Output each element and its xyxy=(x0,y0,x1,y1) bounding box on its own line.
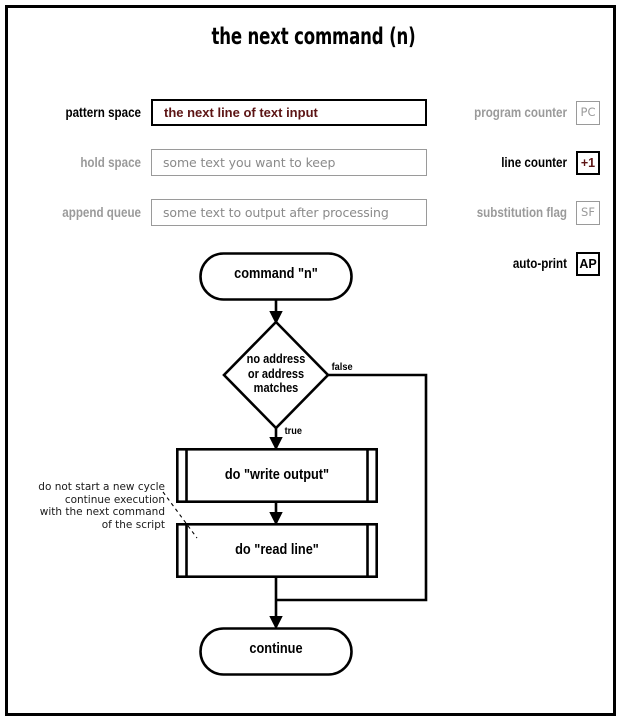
flow-decision-label-line-3: matches xyxy=(253,381,299,395)
register-field-hold-space[interactable]: some text you want to keep xyxy=(151,149,427,176)
register-label-program-counter: program counter xyxy=(474,105,567,120)
flow-decision-label-line-2: or address xyxy=(247,366,305,381)
register-value-append-queue: some text to output after processing xyxy=(163,205,389,220)
flow-annotation-line-4: of the script xyxy=(101,518,165,531)
register-badge-value-line-counter: +1 xyxy=(580,155,596,170)
page-title: the next command (n) xyxy=(211,24,416,50)
flow-step-label-write-output: do "write output" xyxy=(224,467,330,483)
register-label-substitution-flag: substitution flag xyxy=(476,205,567,220)
register-label-append-queue: append queue xyxy=(62,205,141,220)
flow-annotation-line-3: with the next command xyxy=(39,506,165,518)
page-border xyxy=(5,5,616,716)
register-badge-line-counter[interactable]: +1 xyxy=(576,151,600,175)
register-value-pattern-space: the next line of text input xyxy=(164,105,318,120)
register-field-append-queue[interactable]: some text to output after processing xyxy=(151,199,427,226)
register-label-auto-print: auto-print xyxy=(512,256,567,271)
register-label-line-counter: line counter xyxy=(501,155,567,170)
flow-annotation-line-1: do not start a new cycle xyxy=(38,481,165,493)
flow-decision-label: no address or address matches xyxy=(214,352,337,396)
flow-annotation: do not start a new cycle continue execut… xyxy=(10,481,165,531)
register-badge-substitution-flag[interactable]: SF xyxy=(576,201,600,225)
register-label-hold-space: hold space xyxy=(80,155,141,170)
flow-end-label: continue xyxy=(249,641,303,657)
register-field-pattern-space[interactable]: the next line of text input xyxy=(151,99,427,126)
flow-step-label-read-line: do "read line" xyxy=(235,542,319,558)
flow-start-label: command "n" xyxy=(234,266,318,282)
register-value-hold-space: some text you want to keep xyxy=(163,155,336,170)
flow-branch-label-false: false xyxy=(331,362,353,373)
register-badge-program-counter[interactable]: PC xyxy=(576,101,600,125)
register-badge-value-program-counter: PC xyxy=(580,105,596,120)
flow-branch-label-true: true xyxy=(284,426,302,437)
register-badge-value-auto-print: AP xyxy=(579,256,597,271)
register-label-pattern-space: pattern space xyxy=(65,105,141,120)
flow-decision-label-line-1: no address xyxy=(246,352,306,366)
register-badge-auto-print[interactable]: AP xyxy=(576,252,600,276)
flow-annotation-line-2: continue execution xyxy=(64,493,165,506)
register-badge-value-substitution-flag: SF xyxy=(581,205,595,220)
